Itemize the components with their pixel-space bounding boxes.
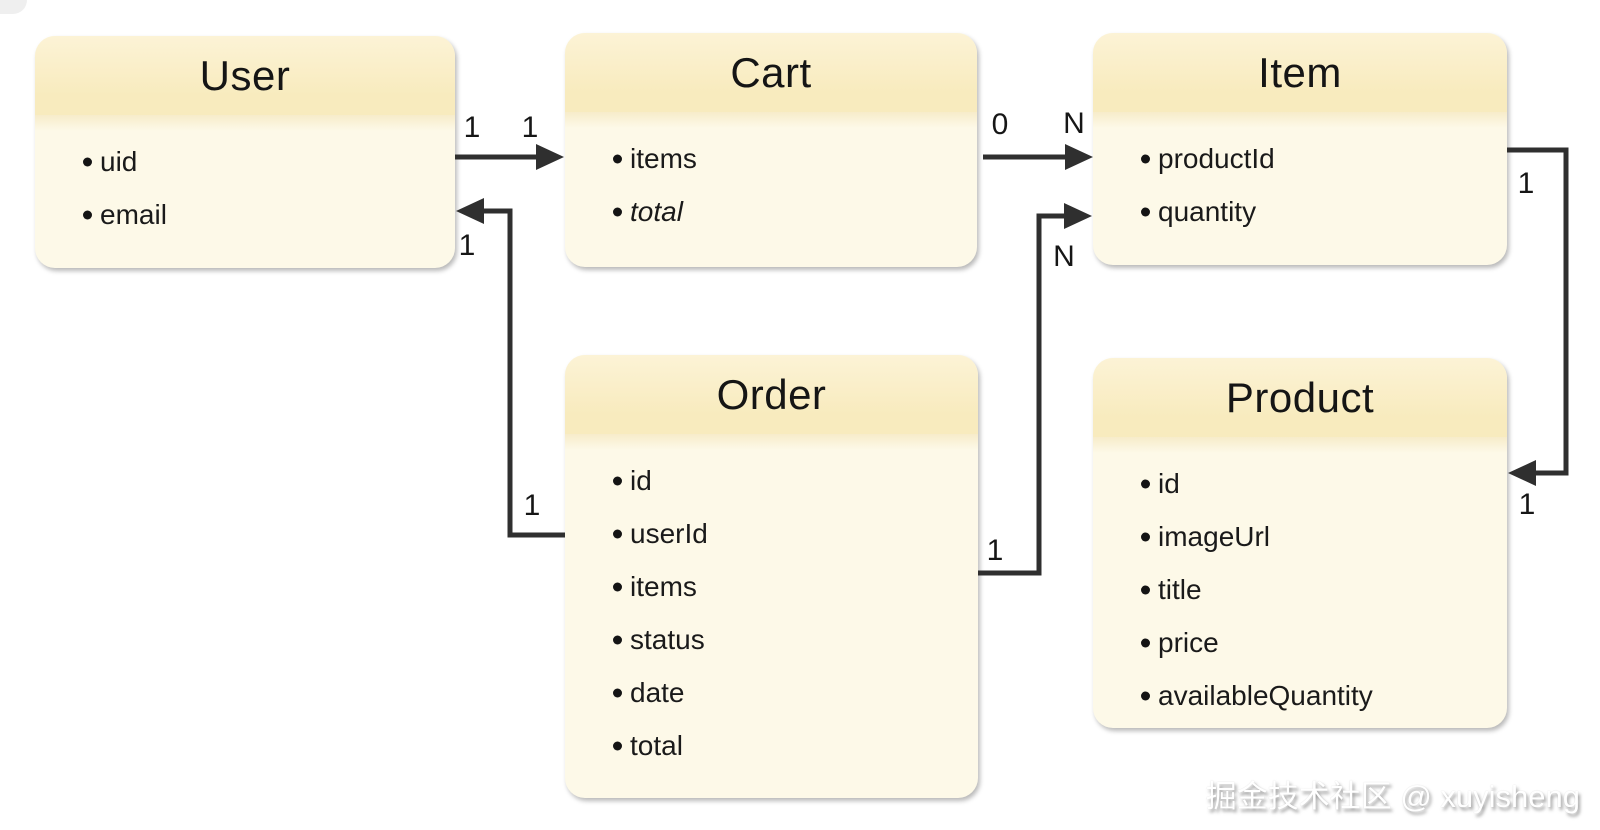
field-item: total xyxy=(565,719,978,772)
entity-item-fields: productId quantity xyxy=(1093,112,1507,238)
entity-cart: Cart items total xyxy=(565,33,977,267)
screenshot-corner-artifact xyxy=(0,0,27,14)
field-item: price xyxy=(1093,616,1507,669)
entity-title: Order xyxy=(716,370,827,418)
field-item: status xyxy=(565,613,978,666)
arrowhead-icon xyxy=(1064,203,1092,229)
cardinality-label-item-product-source: 1 xyxy=(1517,167,1535,200)
field-item: quantity xyxy=(1093,185,1507,238)
arrowhead-icon xyxy=(1508,460,1536,486)
entity-title: User xyxy=(199,51,291,99)
cardinality-label-order-item-target: N xyxy=(1053,240,1075,273)
field-item: userId xyxy=(565,507,978,560)
entity-item: Item productId quantity xyxy=(1093,33,1507,265)
entity-user: User uid email xyxy=(35,36,455,268)
arrowhead-icon xyxy=(456,198,484,224)
entity-title: Product xyxy=(1225,373,1375,421)
field-item: date xyxy=(565,666,978,719)
field-item: id xyxy=(565,454,978,507)
connector-user-cart xyxy=(455,144,564,170)
cardinality-label-user-cart-source: 1 xyxy=(463,111,481,144)
connector-cart-item xyxy=(983,144,1093,170)
field-item: title xyxy=(1093,563,1507,616)
entity-cart-header: Cart xyxy=(565,33,977,112)
arrowhead-icon xyxy=(1065,144,1093,170)
cardinality-label-item-product-target: 1 xyxy=(1518,488,1536,521)
entity-product: Product id imageUrl title price availabl… xyxy=(1093,358,1507,728)
field-item: items xyxy=(565,132,977,185)
entity-cart-fields: items total xyxy=(565,112,977,238)
entity-user-header: User xyxy=(35,36,455,115)
entity-order-header: Order xyxy=(565,355,978,434)
field-item: email xyxy=(35,188,455,241)
field-item: productId xyxy=(1093,132,1507,185)
connector-item-product xyxy=(1507,147,1569,486)
cardinality-label-cart-item-source: 0 xyxy=(991,108,1009,141)
field-item: items xyxy=(565,560,978,613)
field-item: id xyxy=(1093,457,1507,510)
field-item: total xyxy=(565,185,977,238)
entity-order-fields: id userId items status date total xyxy=(565,434,978,772)
cardinality-label-order-user-source: 1 xyxy=(523,489,541,522)
arrowhead-icon xyxy=(536,144,564,170)
entity-title: Cart xyxy=(730,48,812,96)
field-item: imageUrl xyxy=(1093,510,1507,563)
cardinality-label-order-item-source: 1 xyxy=(986,534,1004,567)
field-item: availableQuantity xyxy=(1093,669,1507,722)
entity-user-fields: uid email xyxy=(35,115,455,241)
cardinality-label-order-user-target: 1 xyxy=(458,229,476,262)
entity-title: Item xyxy=(1258,48,1342,96)
entity-item-header: Item xyxy=(1093,33,1507,112)
cardinality-label-cart-item-target: N xyxy=(1063,107,1085,140)
entity-product-header: Product xyxy=(1093,358,1507,437)
entity-order: Order id userId items status date total xyxy=(565,355,978,798)
field-item: uid xyxy=(35,135,455,188)
watermark: 掘金技术社区 @ xuyisheng xyxy=(1205,779,1580,814)
connector-order-item xyxy=(978,203,1092,576)
cardinality-label-user-cart-target: 1 xyxy=(521,111,539,144)
entity-product-fields: id imageUrl title price availableQuantit… xyxy=(1093,437,1507,722)
